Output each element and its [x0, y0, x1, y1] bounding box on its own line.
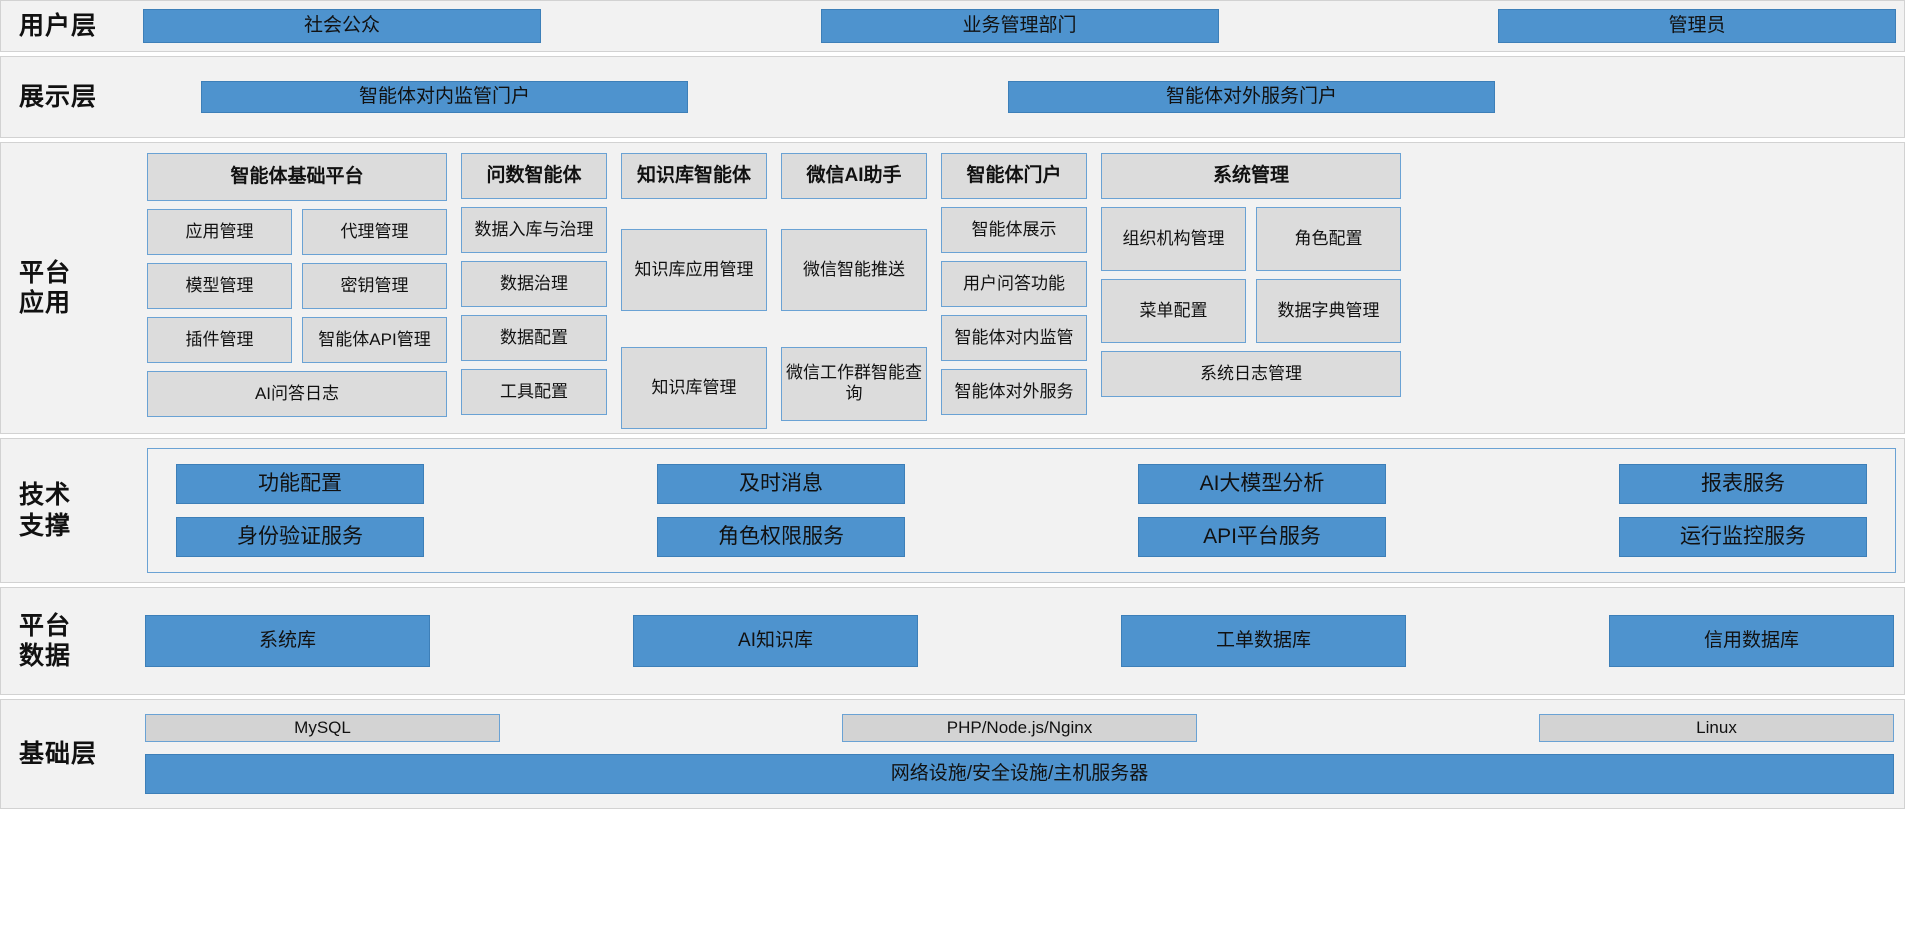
layer-presentation-label: 展示层 [19, 82, 98, 111]
cell-org-structure-management[interactable]: 组织机构管理 [1101, 207, 1246, 271]
portal-internal-supervision[interactable]: 智能体对内监管门户 [201, 81, 688, 113]
cell-system-log-management[interactable]: 系统日志管理 [1101, 351, 1401, 397]
cell-agent-internal-supervision[interactable]: 智能体对内监管 [941, 315, 1087, 361]
data-work-order-db[interactable]: 工单数据库 [1121, 615, 1406, 667]
row-sys-2: 菜单配置 数据字典管理 [1101, 279, 1401, 343]
cell-tool-configuration[interactable]: 工具配置 [461, 369, 607, 415]
tech-operation-monitoring-service[interactable]: 运行监控服务 [1619, 517, 1867, 557]
user-public[interactable]: 社会公众 [143, 9, 541, 43]
cell-kb-management[interactable]: 知识库管理 [621, 347, 767, 429]
cell-wechat-group-smart-query[interactable]: 微信工作群智能查询 [781, 347, 927, 421]
row-base-1: 应用管理 代理管理 [147, 209, 447, 255]
row-sys-1: 组织机构管理 角色配置 [1101, 207, 1401, 271]
infra-mysql[interactable]: MySQL [145, 714, 500, 742]
layer-tech-support-body: 功能配置 及时消息 AI大模型分析 报表服务 身份验证服务 角色权限服务 API… [141, 439, 1904, 582]
column-head-knowledge-base-agent[interactable]: 知识库智能体 [621, 153, 767, 199]
wx-spacer-2 [781, 319, 927, 339]
kb-spacer-2 [621, 319, 767, 339]
column-head-agent-portal[interactable]: 智能体门户 [941, 153, 1087, 199]
cell-model-management[interactable]: 模型管理 [147, 263, 292, 309]
column-wechat-ai-assistant: 微信AI助手 微信智能推送 微信工作群智能查询 [781, 153, 927, 421]
cell-agent-management[interactable]: 代理管理 [302, 209, 447, 255]
column-knowledge-base-agent: 知识库智能体 知识库应用管理 知识库管理 [621, 153, 767, 429]
column-head-data-query-agent[interactable]: 问数智能体 [461, 153, 607, 199]
layer-platform-application-label: 平台 应用 [19, 258, 72, 318]
column-agent-base-platform: 智能体基础平台 应用管理 代理管理 模型管理 密钥管理 插件管理 智能体API管… [147, 153, 447, 417]
tech-role-permission-service[interactable]: 角色权限服务 [657, 517, 905, 557]
infra-php-node-nginx[interactable]: PHP/Node.js/Nginx [842, 714, 1197, 742]
tech-function-configuration[interactable]: 功能配置 [176, 464, 424, 504]
data-ai-knowledge-db[interactable]: AI知识库 [633, 615, 918, 667]
layer-platform-application-body: 智能体基础平台 应用管理 代理管理 模型管理 密钥管理 插件管理 智能体API管… [141, 143, 1904, 433]
layer-user-label: 用户层 [19, 11, 98, 40]
layer-platform-data-body: 系统库 AI知识库 工单数据库 信用数据库 [141, 588, 1904, 694]
user-admin[interactable]: 管理员 [1498, 9, 1896, 43]
column-agent-portal: 智能体门户 智能体展示 用户问答功能 智能体对内监管 智能体对外服务 [941, 153, 1087, 415]
tech-row-1: 功能配置 及时消息 AI大模型分析 报表服务 [176, 464, 1867, 504]
cell-wechat-smart-push[interactable]: 微信智能推送 [781, 229, 927, 311]
cell-data-governance[interactable]: 数据治理 [461, 261, 607, 307]
layer-presentation: 展示层 智能体对内监管门户 智能体对外服务门户 [0, 56, 1905, 138]
layer-platform-data-label: 平台 数据 [19, 611, 72, 671]
column-head-wechat-ai-assistant[interactable]: 微信AI助手 [781, 153, 927, 199]
column-data-query-agent: 问数智能体 数据入库与治理 数据治理 数据配置 工具配置 [461, 153, 607, 415]
tech-authentication-service[interactable]: 身份验证服务 [176, 517, 424, 557]
user-business-dept[interactable]: 业务管理部门 [820, 9, 1219, 43]
column-head-system-management[interactable]: 系统管理 [1101, 153, 1401, 199]
cell-ai-qa-log[interactable]: AI问答日志 [147, 371, 447, 417]
cell-agent-external-service[interactable]: 智能体对外服务 [941, 369, 1087, 415]
tech-report-service[interactable]: 报表服务 [1619, 464, 1867, 504]
cell-menu-configuration[interactable]: 菜单配置 [1101, 279, 1246, 343]
tech-ai-llm-analysis[interactable]: AI大模型分析 [1138, 464, 1386, 504]
infra-row-stack: MySQL PHP/Node.js/Nginx Linux [145, 714, 1894, 742]
tech-row-2: 身份验证服务 角色权限服务 API平台服务 运行监控服务 [176, 517, 1867, 557]
cell-key-management[interactable]: 密钥管理 [302, 263, 447, 309]
layer-infrastructure-body: MySQL PHP/Node.js/Nginx Linux 网络设施/安全设施/… [141, 700, 1904, 808]
portal-external-service[interactable]: 智能体对外服务门户 [1008, 81, 1495, 113]
row-base-2: 模型管理 密钥管理 [147, 263, 447, 309]
column-system-management: 系统管理 组织机构管理 角色配置 菜单配置 数据字典管理 系统日志管理 [1101, 153, 1401, 397]
cell-role-configuration[interactable]: 角色配置 [1256, 207, 1401, 271]
layer-platform-application: 平台 应用 智能体基础平台 应用管理 代理管理 模型管理 密钥管理 插件管理 智… [0, 142, 1905, 434]
cell-agent-api-management[interactable]: 智能体API管理 [302, 317, 447, 363]
infra-linux[interactable]: Linux [1539, 714, 1894, 742]
cell-data-dictionary-management[interactable]: 数据字典管理 [1256, 279, 1401, 343]
infra-network-security-host[interactable]: 网络设施/安全设施/主机服务器 [145, 754, 1894, 794]
row-base-3: 插件管理 智能体API管理 [147, 317, 447, 363]
cell-kb-app-management[interactable]: 知识库应用管理 [621, 229, 767, 311]
layer-user-body: 社会公众 业务管理部门 管理员 [141, 1, 1904, 51]
tech-api-platform-service[interactable]: API平台服务 [1138, 517, 1386, 557]
layer-tech-support: 技术 支撑 功能配置 及时消息 AI大模型分析 报表服务 身份验证服务 角色权限… [0, 438, 1905, 583]
layer-platform-data: 平台 数据 系统库 AI知识库 工单数据库 信用数据库 [0, 587, 1905, 695]
cell-data-configuration[interactable]: 数据配置 [461, 315, 607, 361]
cell-user-qa-feature[interactable]: 用户问答功能 [941, 261, 1087, 307]
tech-support-container: 功能配置 及时消息 AI大模型分析 报表服务 身份验证服务 角色权限服务 API… [147, 448, 1896, 573]
layer-infrastructure-label: 基础层 [19, 739, 98, 768]
column-head-agent-base-platform[interactable]: 智能体基础平台 [147, 153, 447, 201]
tech-instant-message[interactable]: 及时消息 [657, 464, 905, 504]
wx-spacer-1 [781, 207, 927, 221]
cell-app-management[interactable]: 应用管理 [147, 209, 292, 255]
data-system-db[interactable]: 系统库 [145, 615, 430, 667]
layer-infrastructure: 基础层 MySQL PHP/Node.js/Nginx Linux 网络设施/安… [0, 699, 1905, 809]
data-credit-db[interactable]: 信用数据库 [1609, 615, 1894, 667]
cell-data-ingest-governance[interactable]: 数据入库与治理 [461, 207, 607, 253]
layer-user: 用户层 社会公众 业务管理部门 管理员 [0, 0, 1905, 52]
layer-tech-support-label: 技术 支撑 [19, 481, 72, 540]
cell-plugin-management[interactable]: 插件管理 [147, 317, 292, 363]
cell-agent-showcase[interactable]: 智能体展示 [941, 207, 1087, 253]
kb-spacer-1 [621, 207, 767, 221]
layer-presentation-body: 智能体对内监管门户 智能体对外服务门户 [141, 57, 1904, 137]
